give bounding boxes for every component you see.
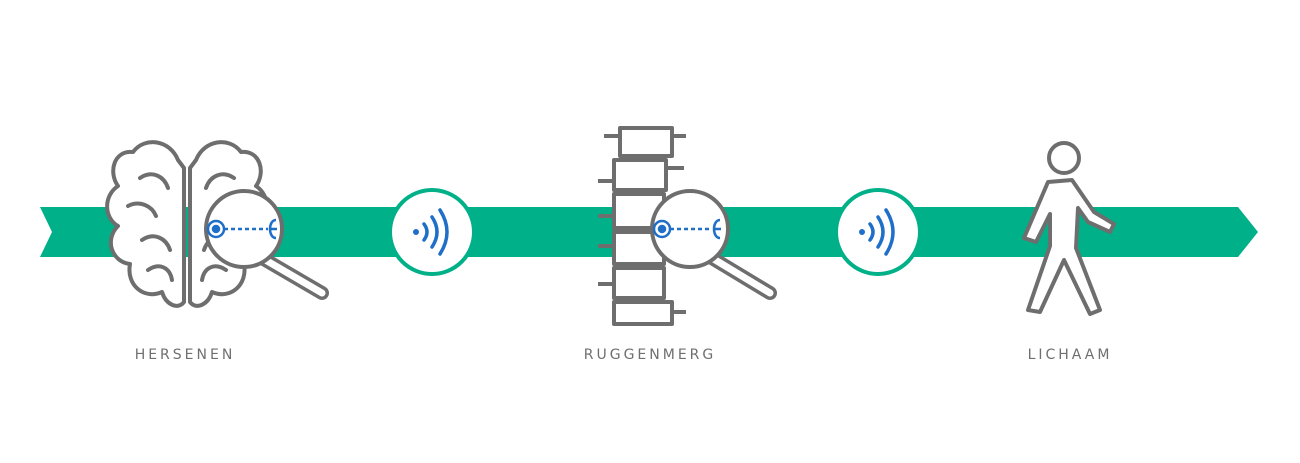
- stage-label-spinal-cord: RUGGENMERG: [583, 347, 717, 363]
- walking-person-icon: [1022, 141, 1116, 316]
- wireless-signal-icon: [388, 188, 476, 276]
- brain-magnifier-icon: [204, 189, 329, 300]
- stage-label-body: LICHAAM: [1027, 347, 1113, 363]
- spine-neuron-icon: [652, 218, 721, 240]
- brain-neuron-icon: [206, 218, 277, 240]
- spine-magnifier-icon: [650, 189, 777, 300]
- stage-label-brain: HERSENEN: [134, 347, 236, 363]
- wireless-signal-icon: [834, 188, 922, 276]
